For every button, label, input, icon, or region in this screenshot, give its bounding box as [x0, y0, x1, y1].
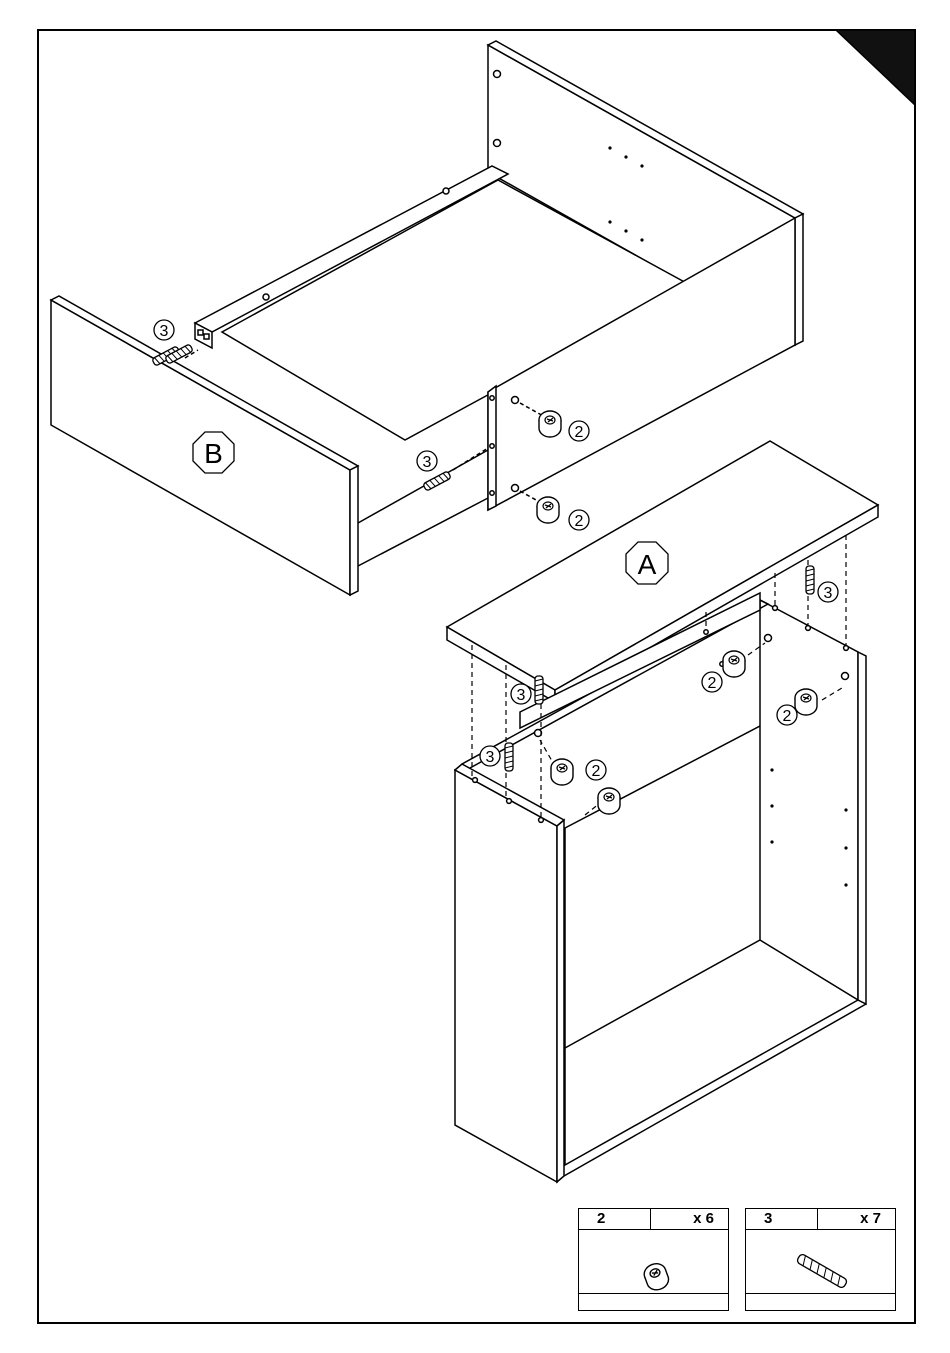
- parts-box-cam-lock: 2 x 6: [578, 1208, 729, 1311]
- part-3-callout: 3: [818, 582, 838, 602]
- panel-b-label: B: [193, 432, 234, 473]
- svg-text:A: A: [638, 549, 657, 580]
- part-quantity: x 6: [651, 1209, 728, 1229]
- parts-box-dowel: 3 x 7: [745, 1208, 896, 1311]
- svg-text:3: 3: [824, 585, 833, 602]
- part-2-callout: 2: [777, 705, 797, 725]
- part-2-callout: 2: [569, 510, 589, 530]
- cam-lock-icon: [795, 689, 817, 715]
- cam-lock-icon: [537, 497, 559, 523]
- part-2-callout: 2: [702, 672, 722, 692]
- corner-tab: [836, 30, 915, 105]
- wooden-dowel-icon: [423, 471, 451, 491]
- part-2-callout: 2: [586, 760, 606, 780]
- panel-a-label: A: [626, 542, 668, 584]
- part-2-callout: 2: [569, 421, 589, 441]
- part-number: 3: [746, 1209, 818, 1229]
- svg-text:2: 2: [592, 763, 601, 780]
- part-quantity: x 7: [818, 1209, 895, 1229]
- wooden-dowel-icon: [746, 1231, 895, 1293]
- wooden-dowel-icon: [806, 566, 814, 594]
- part-3-callout: 3: [480, 746, 500, 766]
- svg-text:2: 2: [575, 424, 584, 441]
- part-number: 2: [579, 1209, 651, 1229]
- svg-text:3: 3: [517, 687, 526, 704]
- part-3-callout: 3: [417, 451, 437, 471]
- part-3-callout: 3: [511, 684, 531, 704]
- cam-lock-icon: [598, 788, 620, 814]
- cam-lock-icon: [539, 411, 561, 437]
- part-3-callout: 3: [154, 320, 174, 340]
- svg-text:2: 2: [708, 675, 717, 692]
- svg-text:2: 2: [575, 513, 584, 530]
- cam-lock-icon: [579, 1231, 728, 1293]
- cam-lock-icon: [723, 651, 745, 677]
- svg-text:3: 3: [423, 454, 432, 471]
- svg-text:2: 2: [783, 708, 792, 725]
- wooden-dowel-icon: [535, 676, 543, 704]
- svg-text:3: 3: [160, 323, 169, 340]
- wooden-dowel-icon: [505, 743, 513, 771]
- cam-lock-icon: [551, 759, 573, 785]
- svg-text:B: B: [204, 438, 223, 469]
- svg-text:3: 3: [486, 749, 495, 766]
